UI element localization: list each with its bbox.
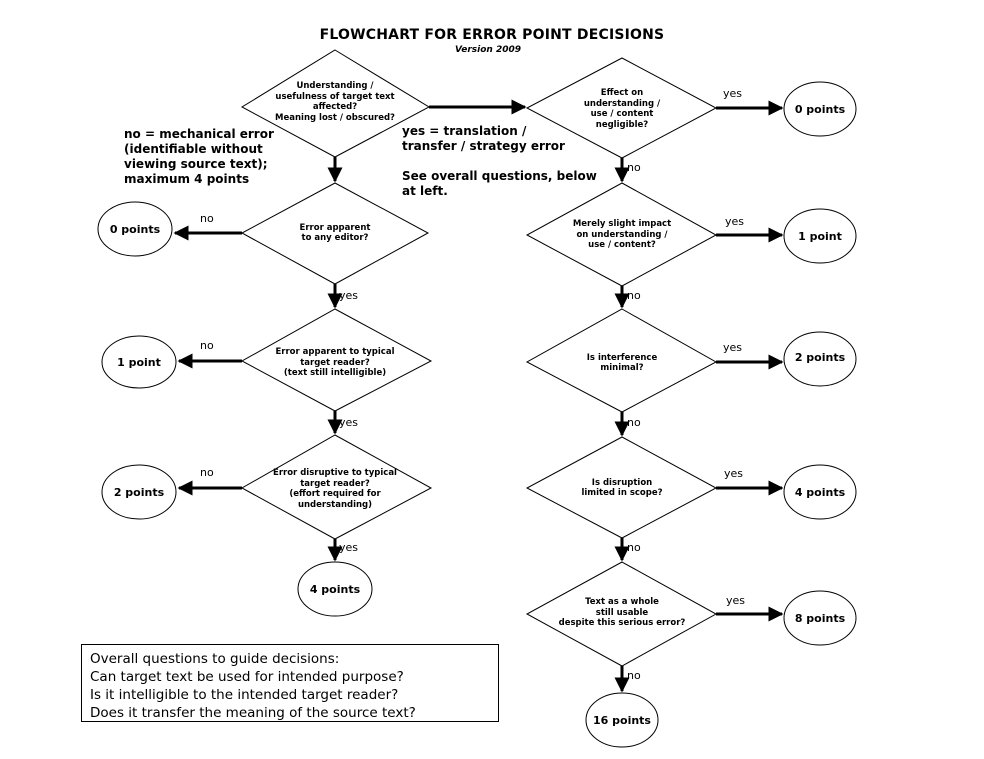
outcome-r2: 2 points: [794, 350, 846, 364]
guide-heading: Overall questions to guide decisions:: [90, 651, 340, 667]
note-see-overall: See overall questions, below at left.: [402, 169, 597, 199]
flowchart-title: FLOWCHART FOR ERROR POINT DECISIONS: [319, 27, 665, 43]
decision-l3: Error disruptive to typical target reade…: [262, 464, 408, 514]
edge-label-r3-no: no: [627, 416, 641, 429]
edge-label-r4-no: no: [627, 541, 641, 554]
note-line: yes = translation /: [402, 124, 527, 138]
outcome-r16: 16 points: [593, 713, 651, 727]
decision-r4-line: limited in scope?: [581, 488, 663, 498]
decision-r1-line: negligible?: [595, 119, 649, 130]
guide-question: Can target text be used for intended pur…: [90, 669, 404, 685]
edge-label-r1-no: no: [627, 161, 641, 174]
overall-questions-box: Overall questions to guide decisions: Ca…: [81, 644, 499, 722]
decision-r1-line: Effect on: [600, 88, 644, 98]
decision-l3-line: Error disruptive to typical: [273, 468, 397, 478]
decision-start-line: usefulness of target text: [275, 91, 395, 102]
outcome-r4-shape: [783, 464, 857, 520]
outcome-r1-shape: [783, 208, 857, 264]
note-line: (identifiable without: [124, 142, 263, 156]
outcome-r8-shape: [783, 590, 857, 646]
decision-r2-line: on understanding /: [576, 229, 668, 240]
guide-question: Does it transfer the meaning of the sour…: [90, 705, 416, 721]
outcome-l4: 4 points: [309, 582, 361, 596]
edge-label-l2-no: no: [200, 339, 214, 352]
flowchart-version: Version 2009: [454, 45, 522, 55]
decision-start-line: affected?: [312, 102, 358, 112]
decision-l1: Error apparent to any editor?: [270, 213, 400, 253]
outcome-r8: 8 points: [794, 611, 846, 625]
note-yes-branch: yes = translation / transfer / strategy …: [402, 124, 565, 154]
decision-r4: Is disruption limited in scope?: [560, 475, 684, 501]
edge-label-l1-no: no: [200, 212, 214, 225]
decision-r5-line: Text as a whole: [585, 597, 659, 608]
edge-label-l3-no: no: [200, 466, 214, 479]
decision-r2-line: use / content?: [588, 240, 656, 251]
outcome-l1: 1 point: [117, 355, 161, 369]
decision-l2-line: target reader?: [300, 357, 370, 368]
outcome-r0: 0 points: [794, 102, 846, 116]
decision-r4-line: Is disruption: [591, 477, 653, 488]
outcome-r4: 4 points: [794, 485, 846, 499]
decision-l3-line: target reader?: [300, 478, 370, 489]
outcome-l2: 2 points: [113, 485, 165, 499]
decision-l3-line: understanding): [297, 499, 373, 510]
decision-r2: Merely slight impact on understanding / …: [550, 216, 694, 254]
decision-r3: Is interference minimal?: [560, 350, 684, 376]
edge-label-l3-yes: yes: [339, 541, 359, 554]
decision-r1-line: understanding /: [583, 98, 661, 109]
decision-r1-line: use / content: [590, 109, 654, 119]
decision-r1: Effect on understanding / use / content …: [552, 84, 692, 134]
outcome-l4-shape: [297, 561, 373, 617]
note-line: viewing source text);: [124, 157, 268, 171]
note-no-branch: no = mechanical error (identifiable with…: [124, 127, 274, 187]
decision-l1-line: to any editor?: [301, 233, 369, 243]
outcome-l0: 0 points: [109, 222, 161, 236]
decision-l3-line: (effort required for: [289, 489, 381, 499]
outcome-l1-shape: [101, 335, 177, 389]
decision-r5-line: despite this serious error?: [558, 618, 686, 629]
decision-l2-line: (text still intelligible): [283, 368, 387, 379]
edge-label-r5-no: no: [627, 669, 641, 682]
edge-label-l2-yes: yes: [339, 416, 359, 429]
note-line: no = mechanical error: [124, 127, 274, 141]
decision-l2-line: Error apparent to typical: [275, 347, 395, 358]
note-line: transfer / strategy error: [402, 139, 565, 153]
decision-start-line: Understanding /: [296, 81, 374, 91]
edge-label-l1-yes: yes: [339, 289, 359, 302]
decision-start-line: Meaning lost / obscured?: [275, 112, 395, 123]
outcome-l0-shape: [97, 201, 173, 257]
outcome-r0-shape: [783, 81, 857, 137]
edge-label-r5-yes: yes: [726, 594, 746, 607]
edge-label-r3-yes: yes: [723, 341, 743, 354]
note-line: at left.: [402, 184, 448, 198]
note-line: See overall questions, below: [402, 169, 597, 183]
edge-label-r2-no: no: [627, 289, 641, 302]
outcome-r1: 1 point: [798, 229, 842, 243]
edge-label-r4-yes: yes: [724, 467, 744, 480]
note-line: maximum 4 points: [124, 172, 250, 186]
decision-l1-line: Error apparent: [299, 222, 371, 233]
outcome-r2-shape: [783, 331, 857, 387]
guide-question: Is it intelligible to the intended targe…: [90, 687, 399, 703]
decision-start: Understanding / usefulness of target tex…: [262, 76, 408, 128]
outcome-l2-shape: [101, 464, 177, 520]
decision-l2: Error apparent to typical target reader?…: [262, 343, 408, 383]
decision-r2-line: Merely slight impact: [572, 219, 672, 230]
edge-label-r1-yes: yes: [723, 87, 743, 100]
decision-r5-line: still usable: [595, 607, 649, 618]
outcome-r16-shape: [585, 692, 659, 748]
decision-r3-line: minimal?: [600, 363, 644, 373]
decision-r5: Text as a whole still usable despite thi…: [545, 594, 699, 632]
edge-label-r2-yes: yes: [725, 215, 745, 228]
decision-r3-line: Is interference: [586, 352, 658, 363]
